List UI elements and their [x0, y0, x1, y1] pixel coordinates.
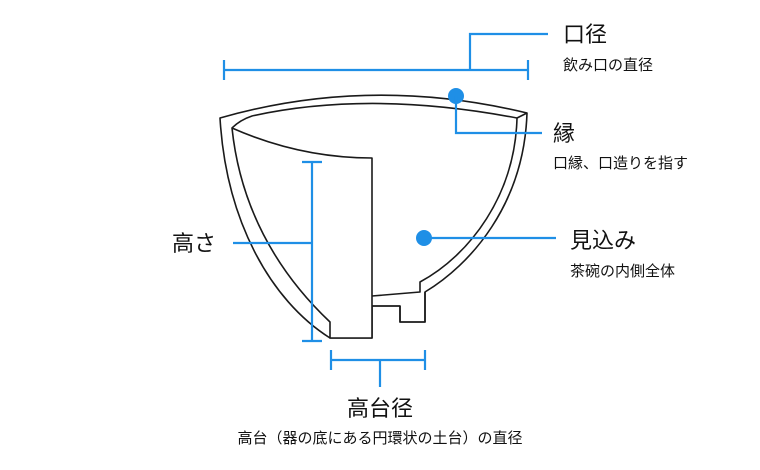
- rim-title: 縁: [553, 122, 575, 147]
- mouth-desc: 飲み口の直径: [563, 56, 653, 74]
- foot-title: 高台径: [347, 397, 413, 422]
- bowl-inner-wall: [371, 117, 518, 297]
- mouth-diameter-dimension: [222, 32, 548, 80]
- interior-title: 見込み: [570, 229, 636, 254]
- rim-callout: [448, 88, 542, 135]
- interior-callout: [416, 230, 556, 246]
- bowl-rim-edge: [231, 102, 528, 129]
- foot-ring: [372, 292, 426, 323]
- rim-desc: 口縁、口造りを指す: [553, 154, 688, 172]
- interior-desc: 茶碗の内側全体: [570, 262, 675, 280]
- height-title: 高さ: [172, 232, 216, 257]
- foot-desc: 高台（器の底にある円環状の土台）の直径: [237, 429, 522, 447]
- foot-diameter-dimension: [329, 350, 427, 387]
- bowl-section-face: [231, 127, 373, 339]
- height-dimension: [233, 160, 322, 343]
- mouth-title: 口径: [563, 23, 607, 48]
